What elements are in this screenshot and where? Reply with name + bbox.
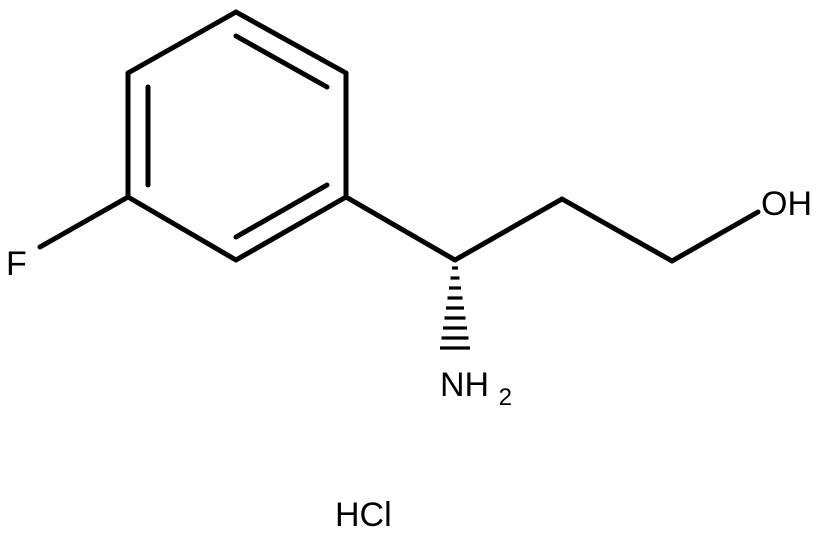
ring-double-bond-top [233,33,330,90]
amine-label-subscript: 2 [499,384,512,411]
hashed-wedge-bond [440,266,470,350]
ring-bond-c1-c2 [233,9,349,76]
ring-bond-c6-c1 [125,9,239,76]
salt-label: HCl [335,496,392,534]
bond-stereocenter-to-ch2 [452,196,565,263]
bond-ch2-to-ch2 [559,196,675,264]
bond-ch2-to-hydroxyl [669,209,761,264]
ring-bond-c4-c5 [125,194,239,263]
bond-ring-to-fluorine [37,194,131,250]
ring-bond-c3-c4 [233,194,349,263]
ring-double-bond-lower [233,182,330,240]
hydroxyl-label: OH [761,185,812,223]
amine-label-main: NH [440,366,489,404]
bond-ring-to-stereocenter [343,194,458,263]
fluorine-label: F [6,245,27,283]
amine-label: NH 2 [440,366,512,411]
